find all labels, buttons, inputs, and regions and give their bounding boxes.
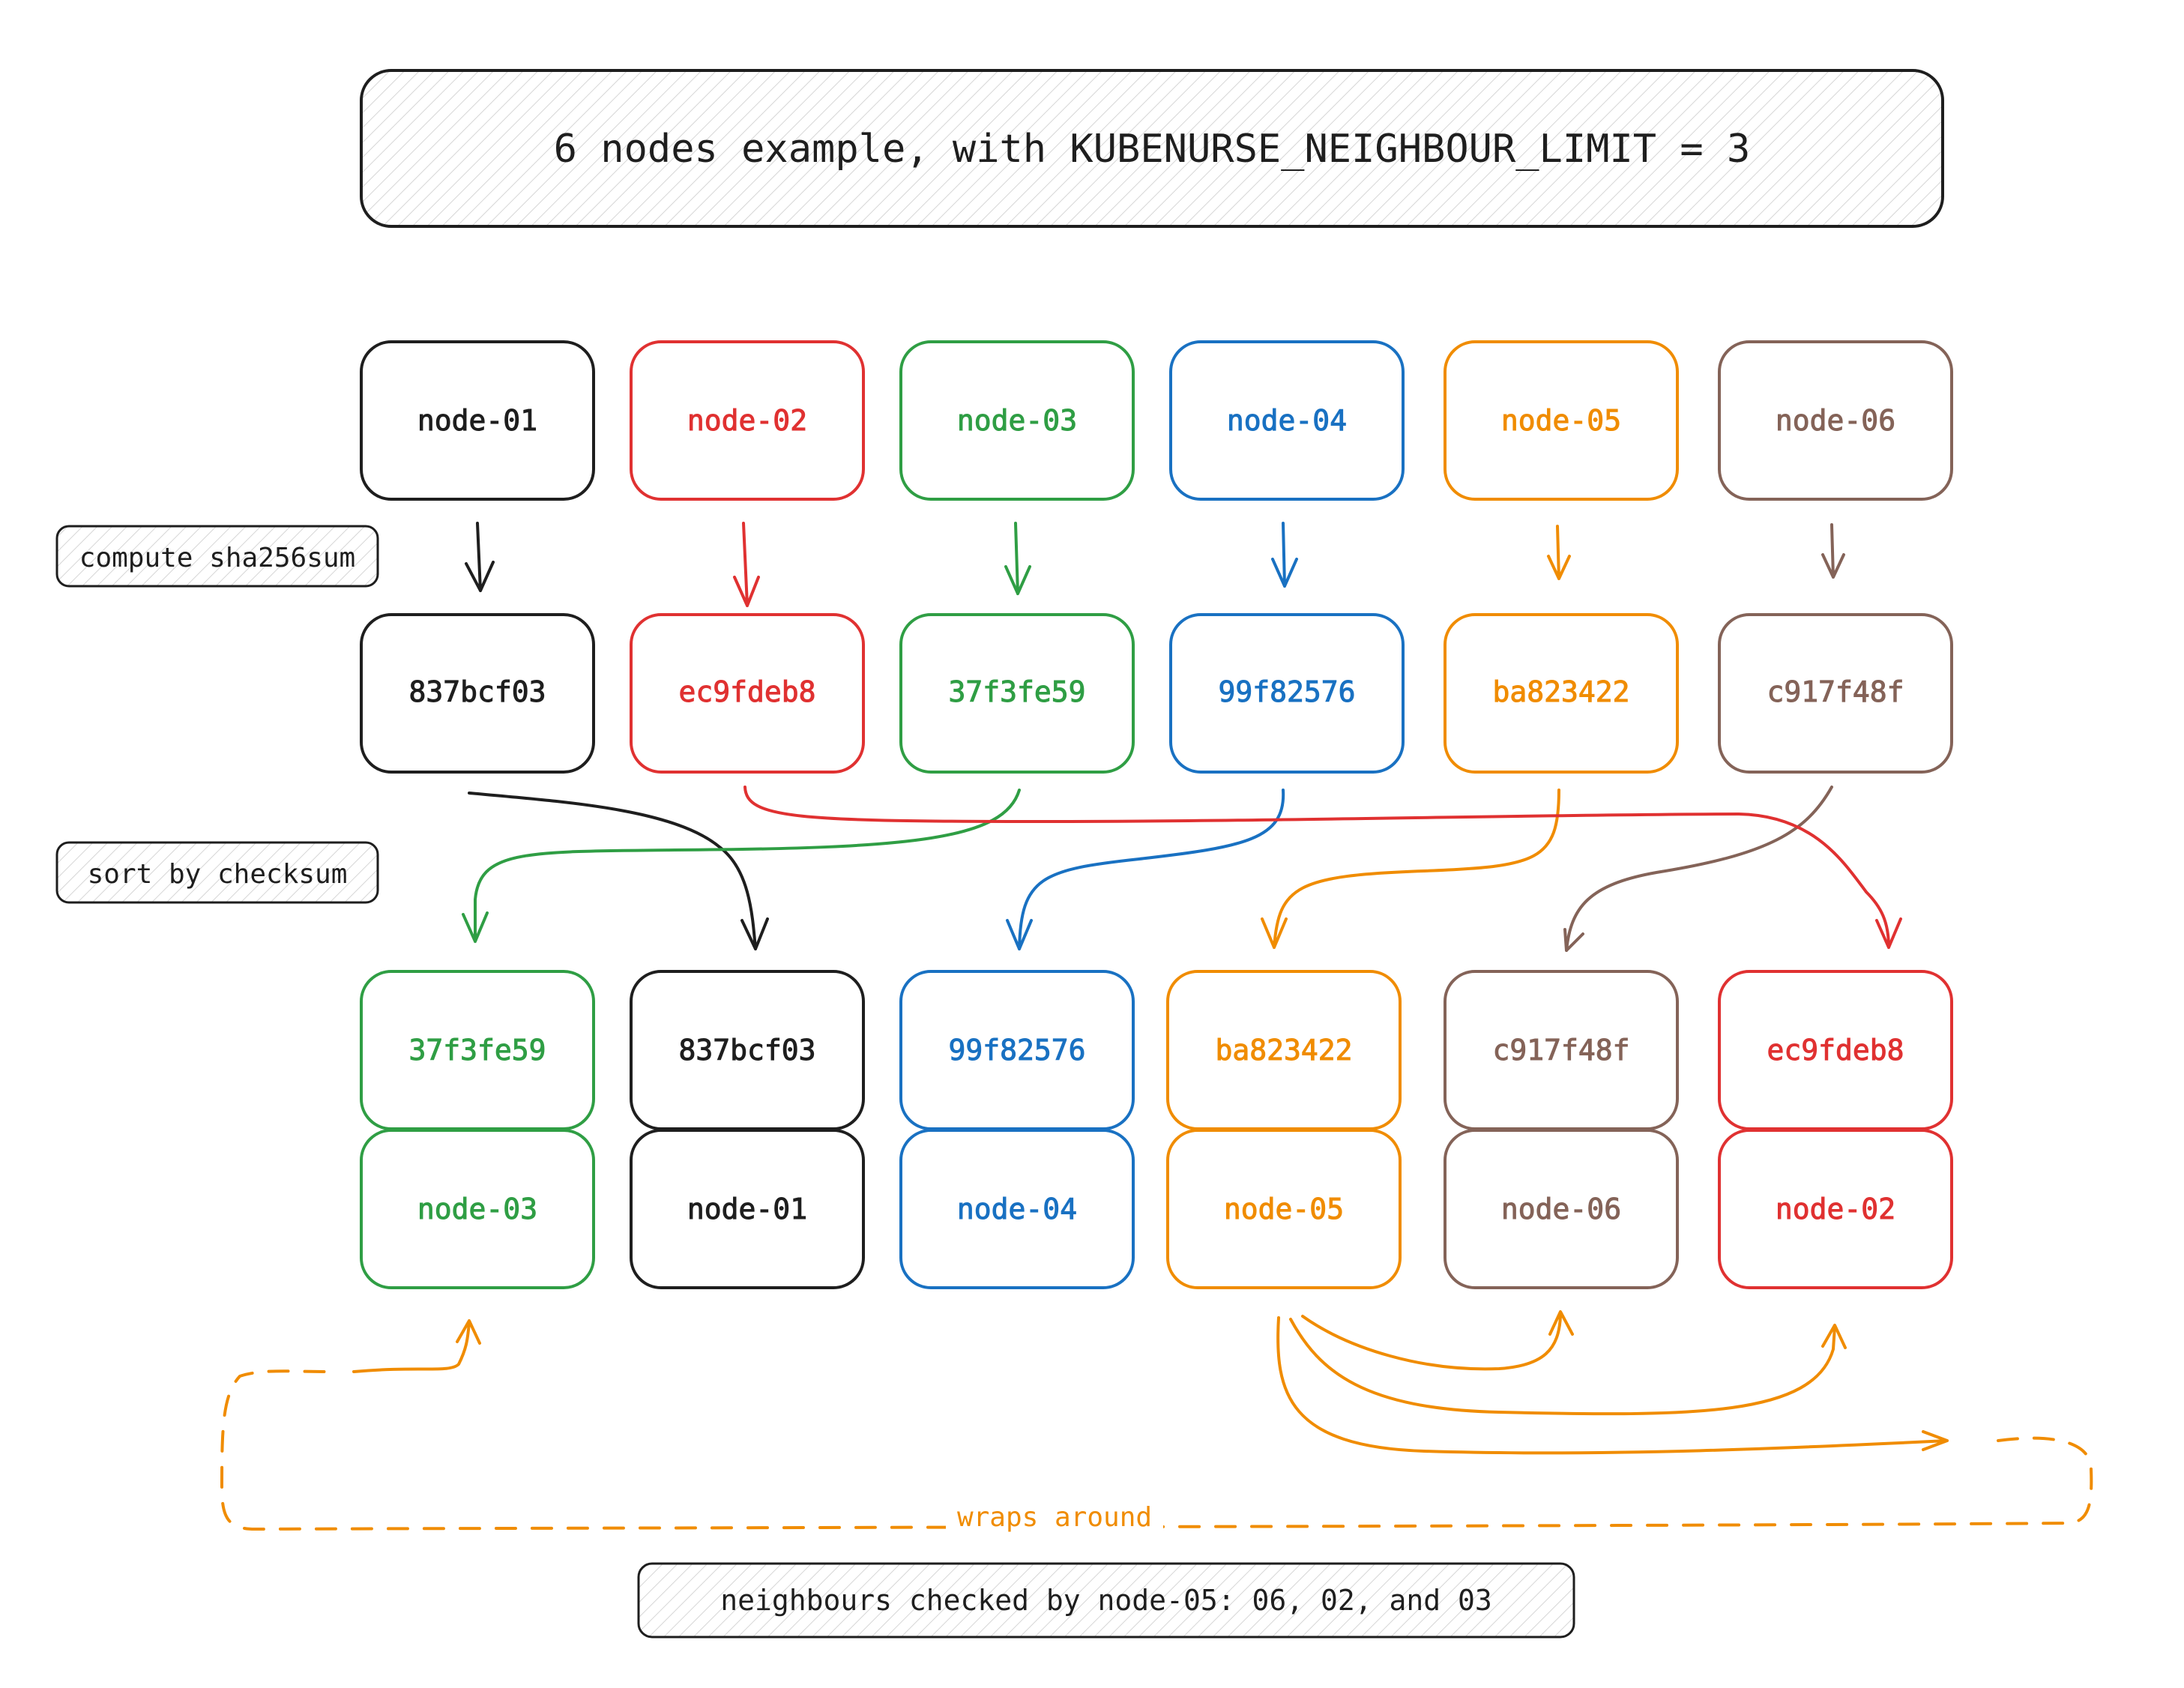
arrow (733, 522, 760, 607)
note-text: neighbours checked by node-05: 06, 02, a… (720, 1584, 1492, 1617)
wrap-around-path (220, 1369, 2093, 1531)
wraps-around-label: wraps around (957, 1502, 1152, 1533)
page-title: 6 nodes example, with KUBENURSE_NEIGHBOU… (554, 127, 1751, 172)
checksum-box: 37f3fe59 (899, 613, 1135, 774)
title-box: 6 nodes example, with KUBENURSE_NEIGHBOU… (360, 69, 1944, 228)
sorted-pair: 99f82576 node-04 (899, 970, 1135, 1289)
hash-arrows (465, 522, 1845, 607)
neighbour-arrow-03 (1276, 1316, 1949, 1455)
checksum-box: c917f48f (1718, 613, 1953, 774)
node-label: node-01 (417, 404, 537, 437)
sort-arrow (468, 792, 769, 950)
sort-arrow (1261, 789, 1560, 949)
sorted-checksum: ec9fdeb8 (1767, 1034, 1904, 1067)
compute-label-text: compute sha256sum (79, 543, 355, 573)
arrow (1547, 525, 1571, 580)
checksum-label: 99f82576 (1218, 675, 1355, 708)
sort-arrow (1563, 786, 1833, 952)
sorted-checksum: ba823422 (1215, 1034, 1352, 1067)
sorted-pair: 837bcf03 node-01 (630, 970, 865, 1289)
sort-label: sort by checksum (55, 841, 379, 904)
node-label: node-05 (1501, 404, 1621, 437)
sorted-pair: ba823422 node-05 (1166, 970, 1402, 1289)
sort-label-text: sort by checksum (88, 859, 348, 890)
sorted-node: node-05 (1224, 1193, 1344, 1226)
checksum-label: 837bcf03 (408, 675, 546, 708)
sorted-pair: 37f3fe59 node-03 (360, 970, 595, 1289)
arrow (465, 522, 495, 592)
neighbour-arrow-02 (1289, 1318, 1847, 1416)
arrow (1821, 523, 1845, 579)
checksum-label: c917f48f (1767, 675, 1904, 708)
node-box: node-06 (1718, 340, 1953, 501)
arrow (1004, 522, 1031, 595)
note-box: neighbours checked by node-05: 06, 02, a… (637, 1562, 1575, 1639)
compute-label: compute sha256sum (55, 525, 379, 588)
node-box: node-04 (1169, 340, 1405, 501)
sorted-node: node-01 (687, 1193, 807, 1226)
checksum-label: ba823422 (1492, 675, 1629, 708)
checksum-label: ec9fdeb8 (678, 675, 815, 708)
checksum-box: ec9fdeb8 (630, 613, 865, 774)
checksum-box: 837bcf03 (360, 613, 595, 774)
checksum-box: ba823422 (1444, 613, 1679, 774)
sorted-pair: c917f48f node-06 (1444, 970, 1679, 1289)
sorted-node: node-04 (957, 1193, 1077, 1226)
neighbour-arrow-06 (1301, 1310, 1574, 1371)
checksum-label: 37f3fe59 (948, 675, 1085, 708)
neighbour-arrows: wraps around (220, 1310, 2093, 1538)
node-label: node-02 (687, 404, 807, 437)
node-box: node-05 (1444, 340, 1679, 501)
sort-arrow (743, 786, 1902, 949)
node-label: node-06 (1776, 404, 1895, 437)
node-label: node-04 (1227, 404, 1347, 437)
node-box: node-03 (899, 340, 1135, 501)
sorted-checksum: 37f3fe59 (408, 1034, 546, 1067)
node-label: node-03 (957, 404, 1077, 437)
sort-arrows (462, 786, 1902, 952)
checksum-row: 837bcf03 ec9fdeb8 37f3fe59 99f82576 ba82… (360, 613, 1953, 774)
sort-arrow (1006, 789, 1285, 950)
sorted-checksum: c917f48f (1492, 1034, 1629, 1067)
sorted-pair: ec9fdeb8 node-02 (1718, 970, 1953, 1289)
wrap-return-arrow (352, 1319, 481, 1373)
node-row: node-01 node-02 node-03 node-04 node-05 … (360, 340, 1953, 501)
sorted-node: node-02 (1776, 1193, 1895, 1226)
sorted-checksum: 99f82576 (948, 1034, 1085, 1067)
checksum-box: 99f82576 (1169, 613, 1405, 774)
sorted-checksum: 837bcf03 (678, 1034, 815, 1067)
arrow (1271, 522, 1298, 588)
sorted-node: node-06 (1501, 1193, 1621, 1226)
sorted-node: node-03 (417, 1193, 537, 1226)
sort-arrow (462, 789, 1021, 943)
node-box: node-01 (360, 340, 595, 501)
node-box: node-02 (630, 340, 865, 501)
sorted-row: 37f3fe59 node-03 837bcf03 node-01 99f825… (360, 970, 1953, 1289)
